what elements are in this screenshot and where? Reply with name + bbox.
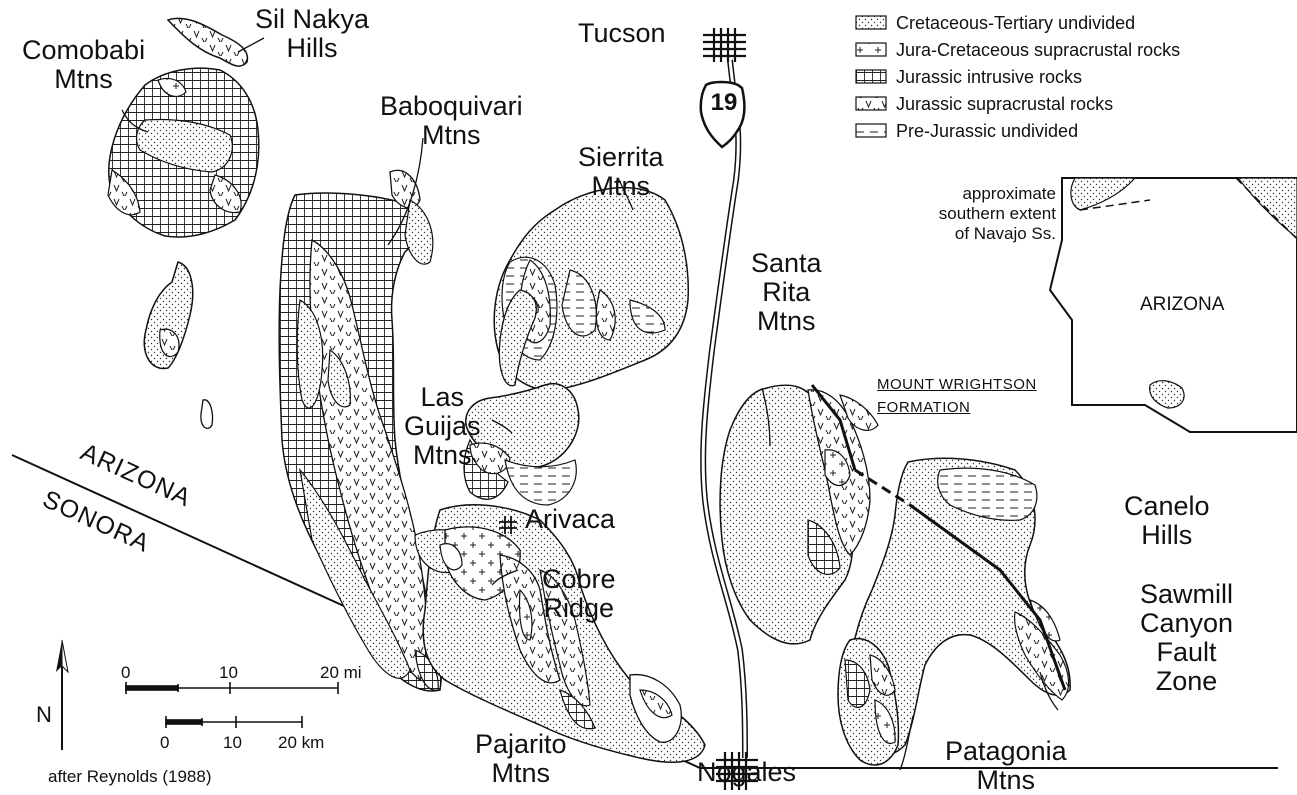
legend-swatches — [855, 15, 887, 138]
label-cobre: Cobre Ridge — [542, 564, 616, 623]
scale-mi-0: 0 — [121, 663, 131, 682]
outcrop-comobabi — [107, 67, 260, 238]
label-baboquivari: Baboquivari Mtns — [380, 91, 523, 150]
outcrop-santa-rita — [719, 384, 879, 645]
scale-km-10: 10 — [223, 733, 242, 752]
outcrop-comobabi-south-v — [159, 328, 180, 358]
formation-line2: Formation — [877, 399, 971, 416]
legend-swatch-vee — [855, 96, 887, 111]
label-arivaca: Arivaca — [525, 504, 616, 534]
town-arivaca-symbol — [499, 516, 517, 534]
legend-swatch-grid — [855, 69, 887, 84]
label-sil-nakya: Sil Nakya Hills — [255, 4, 370, 63]
inset-state-label: ARIZONA — [1140, 294, 1225, 315]
legend-label-3: Jurassic supracrustal rocks — [896, 94, 1114, 114]
label-santa-rita: Santa Rita Mtns — [751, 248, 822, 336]
outcrop-arivaca-cobre — [414, 504, 706, 763]
label-patagonia: Patagonia Mtns — [945, 736, 1067, 795]
label-canelo: Canelo Hills — [1124, 491, 1210, 550]
label-tucson: Tucson — [578, 18, 666, 48]
outcrop-canelo — [846, 457, 1071, 757]
international-border — [11, 454, 1278, 769]
outcrop-las-guijas — [463, 289, 580, 506]
north-arrow-icon — [56, 639, 69, 750]
outcrop-comobabi-south — [143, 261, 194, 370]
legend-swatch-plus — [855, 42, 887, 57]
scale-bar-km — [165, 716, 303, 728]
sawmill-canyon-fault-inferred — [854, 468, 911, 507]
town-nogales-symbol — [716, 752, 758, 790]
sawmill-canyon-fault-east — [909, 503, 1067, 691]
label-sierrita: Sierrita Mtns — [578, 142, 664, 201]
scale-km-20: 20 km — [278, 733, 325, 752]
sawmill-canyon-fault — [810, 384, 857, 471]
north-label: N — [36, 702, 52, 727]
label-pajarito: Pajarito Mtns — [475, 729, 567, 788]
scale-bar-mi — [125, 682, 339, 694]
label-comobabi: Comobabi Mtns — [22, 35, 146, 94]
leader-lines — [121, 37, 1059, 771]
legend-label-0: Cretaceous-Tertiary undivided — [896, 13, 1136, 33]
legend-swatch-dots — [855, 15, 887, 30]
scale-mi-20: 20 mi — [320, 663, 362, 682]
legend-swatch-dash — [855, 123, 887, 138]
credit-text: after Reynolds (1988) — [48, 767, 212, 786]
scale-km-0: 0 — [160, 733, 170, 752]
label-las-guijas: Las Guijas Mtns — [404, 382, 481, 470]
highway-number: 19 — [710, 89, 738, 116]
outcrop-sierrita — [493, 186, 690, 391]
outcrop-baboquivari — [278, 169, 443, 692]
scale-mi-10: 10 — [219, 663, 238, 682]
legend-label-1: Jura-Cretaceous supracrustal rocks — [896, 40, 1181, 60]
outcrop-sil-nakya — [166, 17, 249, 67]
highway-shield-icon — [699, 80, 746, 149]
legend-label-2: Jurassic intrusive rocks — [896, 67, 1083, 87]
town-tucson-symbol — [703, 28, 746, 62]
legend-label-4: Pre-Jurassic undivided — [896, 121, 1079, 141]
outcrop-patagonia — [837, 638, 900, 766]
inset-arizona-map — [1048, 177, 1297, 433]
inset-note: approximate southern extent of Navajo Ss… — [938, 184, 1056, 243]
outcrop-small-oval — [200, 399, 214, 429]
formation-line1: Mount Wrightson — [877, 376, 1037, 393]
label-nogales: Nogales — [697, 757, 797, 787]
label-sawmill: Sawmill Canyon Fault Zone — [1140, 579, 1234, 696]
